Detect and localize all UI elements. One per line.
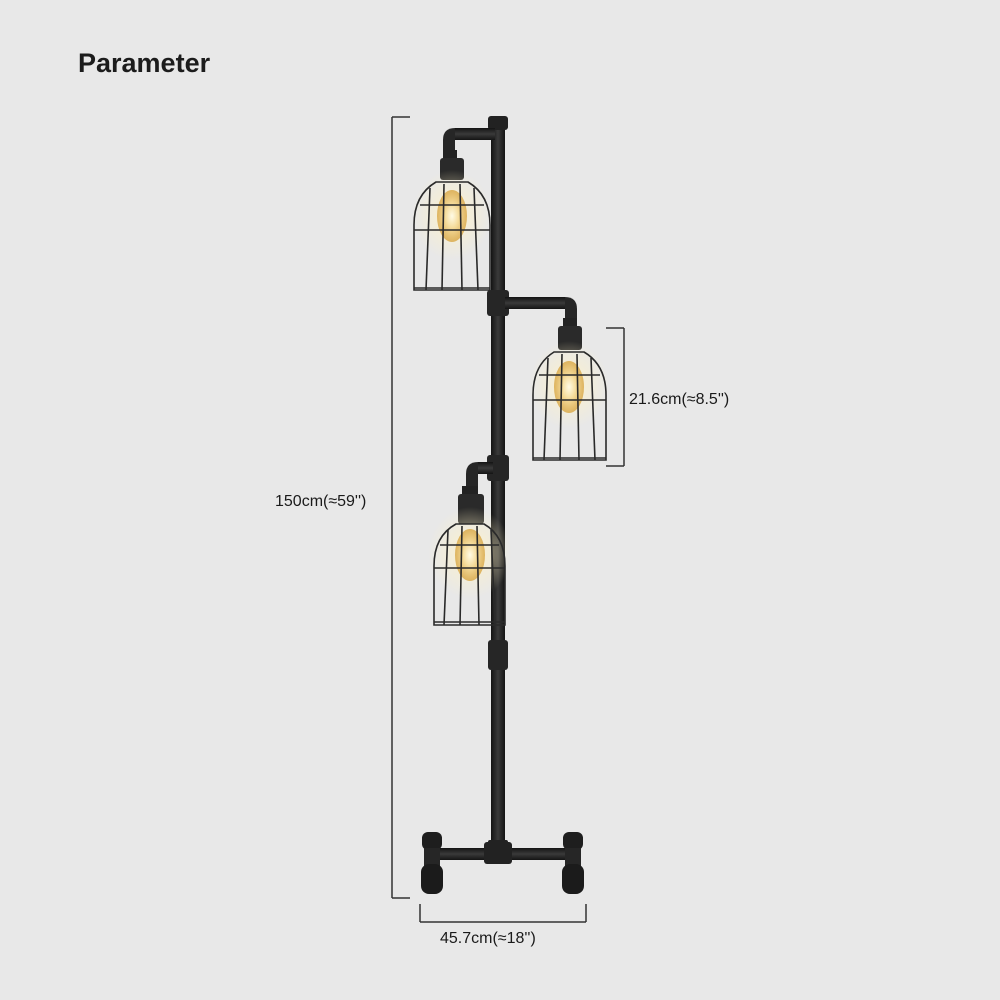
top-cage-lamp bbox=[412, 158, 492, 291]
cage-height-dimension-label: 21.6cm(≈8.5'') bbox=[629, 391, 730, 408]
middle-arm-pipe bbox=[505, 297, 577, 329]
height-dimension-label: 150cm(≈59'') bbox=[275, 493, 367, 510]
middle-cage-lamp bbox=[529, 326, 609, 461]
lower-arm-pipe bbox=[462, 462, 493, 496]
page-title: Parameter bbox=[78, 48, 211, 78]
base-width-dimension-bracket bbox=[419, 904, 587, 923]
base-width-dimension-label: 45.7cm(≈18'') bbox=[440, 930, 536, 947]
height-dimension-bracket bbox=[391, 116, 410, 899]
cage-height-dimension-bracket bbox=[606, 327, 625, 467]
pipe-base bbox=[421, 832, 584, 894]
lower-cage-lamp bbox=[428, 494, 512, 626]
top-arm-pipe bbox=[443, 128, 495, 160]
